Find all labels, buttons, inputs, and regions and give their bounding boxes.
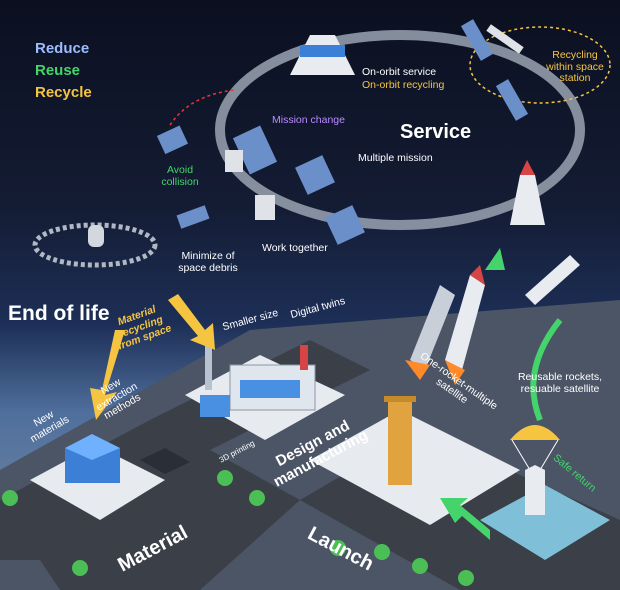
launch-tower: [388, 400, 412, 485]
mission-change-label: Mission change: [272, 114, 345, 126]
road-bottom: [40, 450, 300, 590]
station-recycling-label: Recycling within space station: [546, 49, 604, 85]
material-building-roof: [65, 434, 120, 460]
avoid-path: [169, 89, 236, 126]
arrow-material-recycling: [90, 330, 125, 420]
reusable-label: Reusable rockets, resuable satellite: [517, 371, 603, 395]
return-capsule: [510, 160, 545, 225]
arrow-to-factory: [168, 294, 215, 350]
printer-3d: [200, 395, 230, 417]
station-orbit: [469, 26, 611, 104]
reentry-rocket: [525, 255, 580, 305]
satellite-capsule: [290, 35, 355, 75]
service-title: Service: [400, 121, 472, 143]
arrow-launch-up: [485, 248, 505, 270]
work-together-label: Work together: [262, 242, 328, 254]
arrow-reusable: [530, 318, 563, 422]
service-orbit: [215, 30, 585, 230]
trees: [2, 470, 474, 586]
on-orbit-service-label: On-orbit service: [362, 66, 437, 78]
small-satellite: [156, 125, 210, 229]
landing-platform: [480, 485, 610, 560]
minimize-debris-label: Minimize of space debris: [178, 250, 238, 274]
chevron-arrows: [140, 448, 190, 474]
legend-reduce: Reduce: [35, 40, 90, 57]
legend-recycle: Recycle: [35, 84, 92, 101]
multiple-mission-label: Multiple mission: [358, 152, 433, 164]
launch-platform: [310, 410, 520, 525]
rocket-group: [405, 265, 485, 385]
factory-chimney: [300, 345, 308, 370]
parachute-capsule: [510, 425, 560, 515]
factory-tower: [205, 340, 212, 390]
tombstone: [88, 225, 104, 247]
legend-reuse: Reuse: [35, 62, 81, 79]
end-of-life-title: End of life: [8, 302, 110, 325]
on-orbit-recycling-label: On-orbit recycling: [362, 79, 445, 91]
factory-window: [240, 380, 300, 398]
avoid-collision-label: Avoid collision: [161, 164, 199, 188]
space-station: [460, 19, 529, 121]
launch-tower-top: [384, 396, 416, 402]
debris-ring: [32, 222, 158, 268]
arrow-landing: [440, 498, 490, 540]
satellite-cluster: [225, 125, 365, 245]
